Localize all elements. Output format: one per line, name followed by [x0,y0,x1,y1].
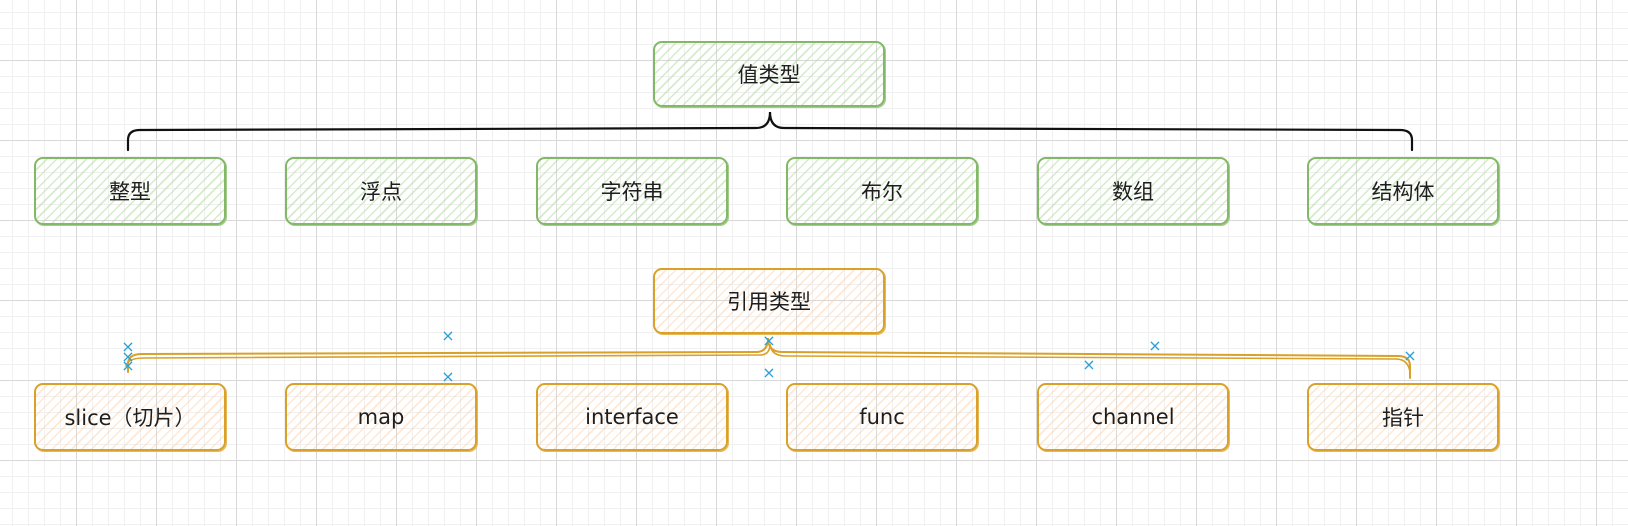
reference-type-box[interactable]: slice（切片） [34,383,226,451]
value-type-box[interactable]: 结构体 [1307,157,1499,225]
value-type-box[interactable]: 字符串 [536,157,728,225]
value-types-root[interactable]: 值类型 [653,41,885,107]
value-type-box[interactable]: 浮点 [285,157,477,225]
x-marker-icon[interactable]: × [762,363,776,382]
x-marker-icon[interactable]: × [1403,346,1417,365]
value-types-brace [126,111,1414,152]
reference-type-box[interactable]: map [285,383,477,451]
reference-type-box[interactable]: 指针 [1307,383,1499,451]
x-marker-icon[interactable]: × [121,356,135,375]
x-marker-icon[interactable]: × [1148,336,1162,355]
x-marker-icon[interactable]: × [1082,355,1096,374]
value-type-box[interactable]: 布尔 [786,157,978,225]
reference-types-root[interactable]: 引用类型 [653,268,885,334]
reference-type-box[interactable]: func [786,383,978,451]
reference-types-brace-sketch [125,343,1411,373]
x-marker-icon[interactable]: × [441,326,455,345]
value-type-box[interactable]: 整型 [34,157,226,225]
reference-type-box[interactable]: channel [1037,383,1229,451]
reference-type-box[interactable]: interface [536,383,728,451]
reference-types-brace [127,337,1411,379]
x-marker-icon[interactable]: × [441,367,455,386]
x-marker-icon[interactable]: × [121,347,135,366]
value-type-box[interactable]: 数组 [1037,157,1229,225]
x-marker-icon[interactable]: × [121,337,135,356]
x-marker-icon[interactable]: × [762,331,776,350]
